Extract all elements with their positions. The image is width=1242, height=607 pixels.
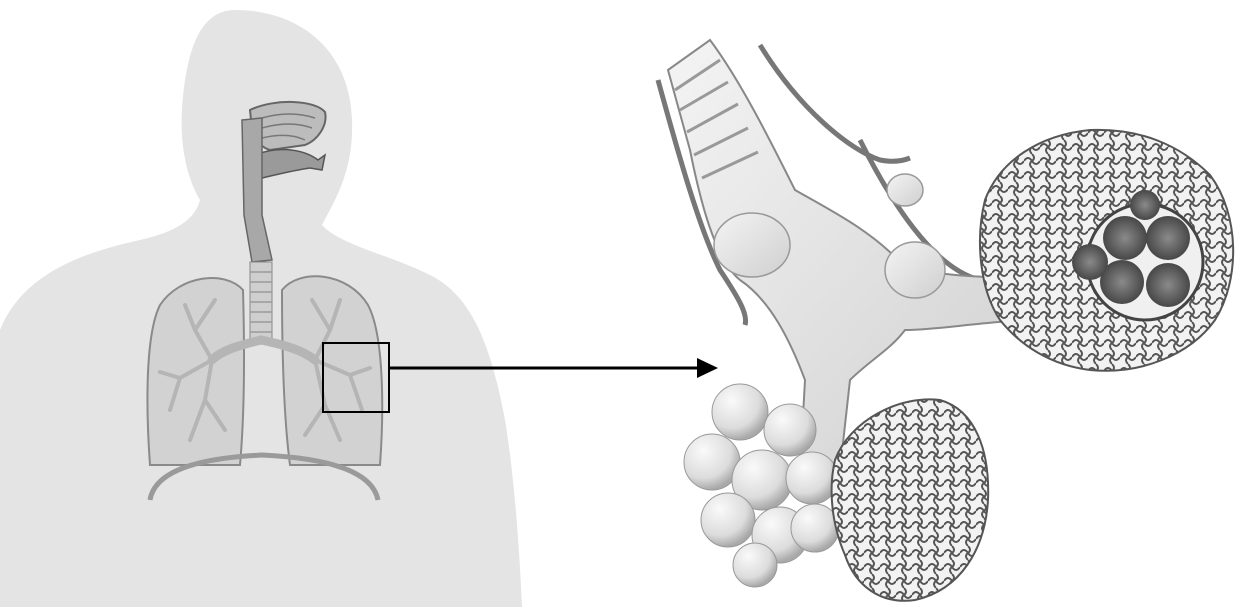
alveolus bbox=[712, 384, 768, 440]
tube-bulge bbox=[885, 242, 945, 298]
tube-bulge bbox=[887, 174, 923, 206]
alveolus-cavity bbox=[1146, 216, 1190, 260]
alveolus bbox=[791, 504, 839, 552]
tube-bulge bbox=[714, 213, 790, 277]
trachea bbox=[250, 262, 272, 340]
capillary-network bbox=[832, 399, 989, 600]
alveolus-cavity bbox=[1146, 263, 1190, 307]
bronchiole-illustration bbox=[658, 40, 1233, 601]
alveolus-cavity bbox=[1130, 190, 1160, 220]
alveolus-cavity bbox=[1103, 216, 1147, 260]
alveolus-cavity bbox=[1072, 244, 1108, 280]
alveolus bbox=[733, 543, 777, 587]
alveolus bbox=[764, 404, 816, 456]
vein bbox=[760, 45, 910, 161]
zoom-arrowhead-icon bbox=[697, 358, 718, 378]
alveolus bbox=[701, 493, 755, 547]
alveolus bbox=[786, 452, 838, 504]
